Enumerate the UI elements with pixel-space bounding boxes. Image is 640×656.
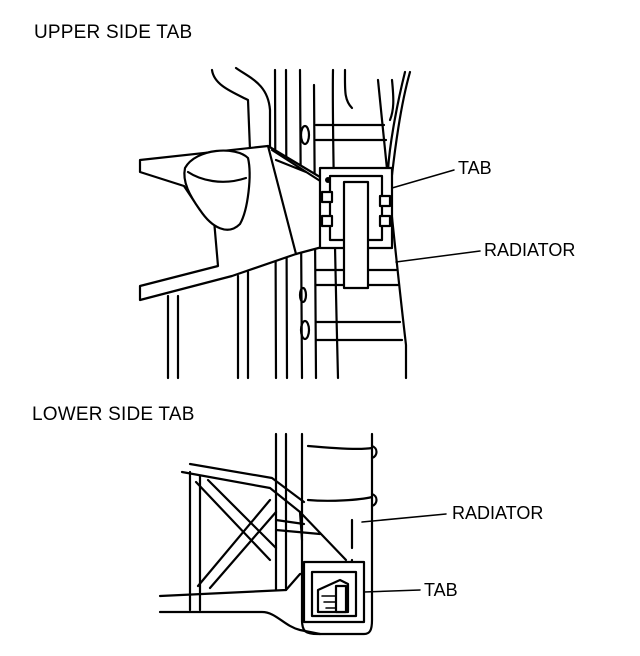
upper-bracket-edge (270, 148, 330, 188)
upper-tab-label: TAB (458, 158, 492, 178)
upper-tank-edge-2 (390, 70, 412, 177)
upper-illustration (138, 66, 481, 380)
upper-radiator-leader (395, 250, 481, 263)
lower-core-lines (274, 432, 288, 592)
lower-base-frame-bottom (158, 610, 322, 636)
upper-tube-2 (314, 320, 404, 342)
upper-shroud-leg-2 (236, 270, 250, 380)
lower-tab-clip (316, 578, 350, 614)
lower-tank-band-1 (306, 444, 374, 450)
upper-tube-1 (314, 123, 388, 142)
upper-tab-dot (325, 177, 331, 183)
lower-truss-diagonal-2 (196, 498, 278, 590)
lower-tab-blade (334, 584, 348, 614)
lower-truss-joint (274, 510, 348, 562)
upper-shroud-leg-1 (166, 294, 180, 380)
lower-band-hook-1 (370, 444, 378, 460)
upper-radiator-label: RADIATOR (484, 240, 576, 260)
upper-tab-slot-3 (378, 194, 392, 208)
upper-pipe-outer (210, 68, 252, 152)
upper-bracket-fold (266, 144, 298, 256)
upper-rivet-3 (298, 286, 308, 304)
lower-truss-top-2 (188, 462, 306, 504)
upper-rivet-2 (299, 319, 311, 341)
upper-tab-slot-1 (320, 190, 334, 204)
upper-tab-blade (342, 180, 370, 290)
upper-section-title: UPPER SIDE TAB (34, 22, 193, 43)
upper-duct-opening (183, 149, 251, 231)
upper-tab-slot-4 (378, 214, 392, 228)
lower-tank-band-2 (306, 495, 374, 502)
lower-truss-diagonal-1 (194, 478, 278, 562)
upper-core-cap (343, 68, 354, 110)
upper-duct-highlight (186, 170, 248, 183)
lower-radiator-label: RADIATOR (452, 503, 544, 523)
lower-radiator-leader (361, 513, 447, 523)
lower-radiator-tank (300, 432, 374, 636)
upper-tank-top (388, 78, 395, 122)
lower-tab-label: TAB (424, 580, 458, 600)
upper-rivet-1 (299, 124, 311, 146)
lower-truss-post (188, 470, 202, 612)
lower-illustration (158, 432, 447, 636)
lower-band-hook-2 (370, 492, 378, 508)
upper-tab-leader (391, 169, 455, 189)
upper-tank-edge (386, 70, 407, 172)
upper-pipe-inner (234, 66, 272, 152)
upper-tab-slot-2 (320, 214, 334, 228)
lower-tab-leader (363, 589, 421, 593)
lower-truss-top (180, 470, 304, 542)
lower-section-title: LOWER SIDE TAB (32, 404, 195, 425)
